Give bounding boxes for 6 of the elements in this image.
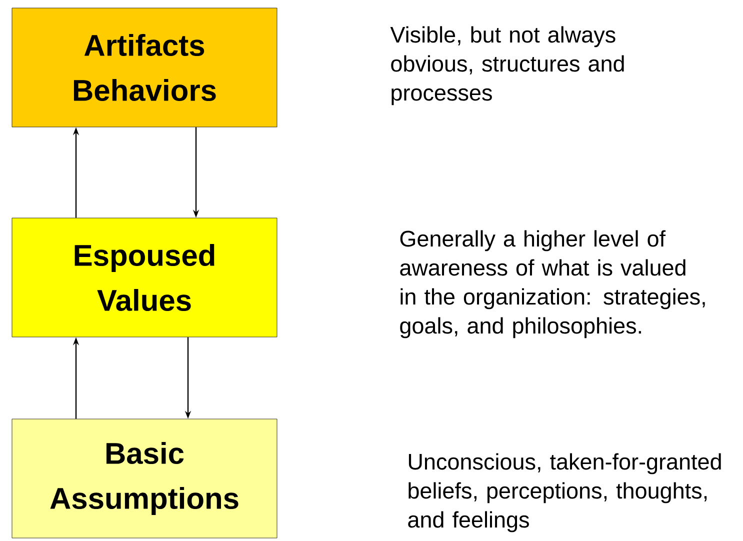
- description-text: Visible, but not always obvious, structures and processes: [390, 26, 624, 106]
- level-box: Basic Assumptions: [12, 418, 278, 538]
- level-box: Artifacts Behaviors: [12, 8, 278, 128]
- level-box: Espoused Values: [12, 218, 278, 338]
- description-text: Unconscious, taken-for-granted beliefs, perceptions, thoughts, and feelings: [408, 453, 721, 532]
- description-text: Generally a higher level of awareness of what is valued in the organization: strategies, goals, and philosophies.: [400, 230, 705, 338]
